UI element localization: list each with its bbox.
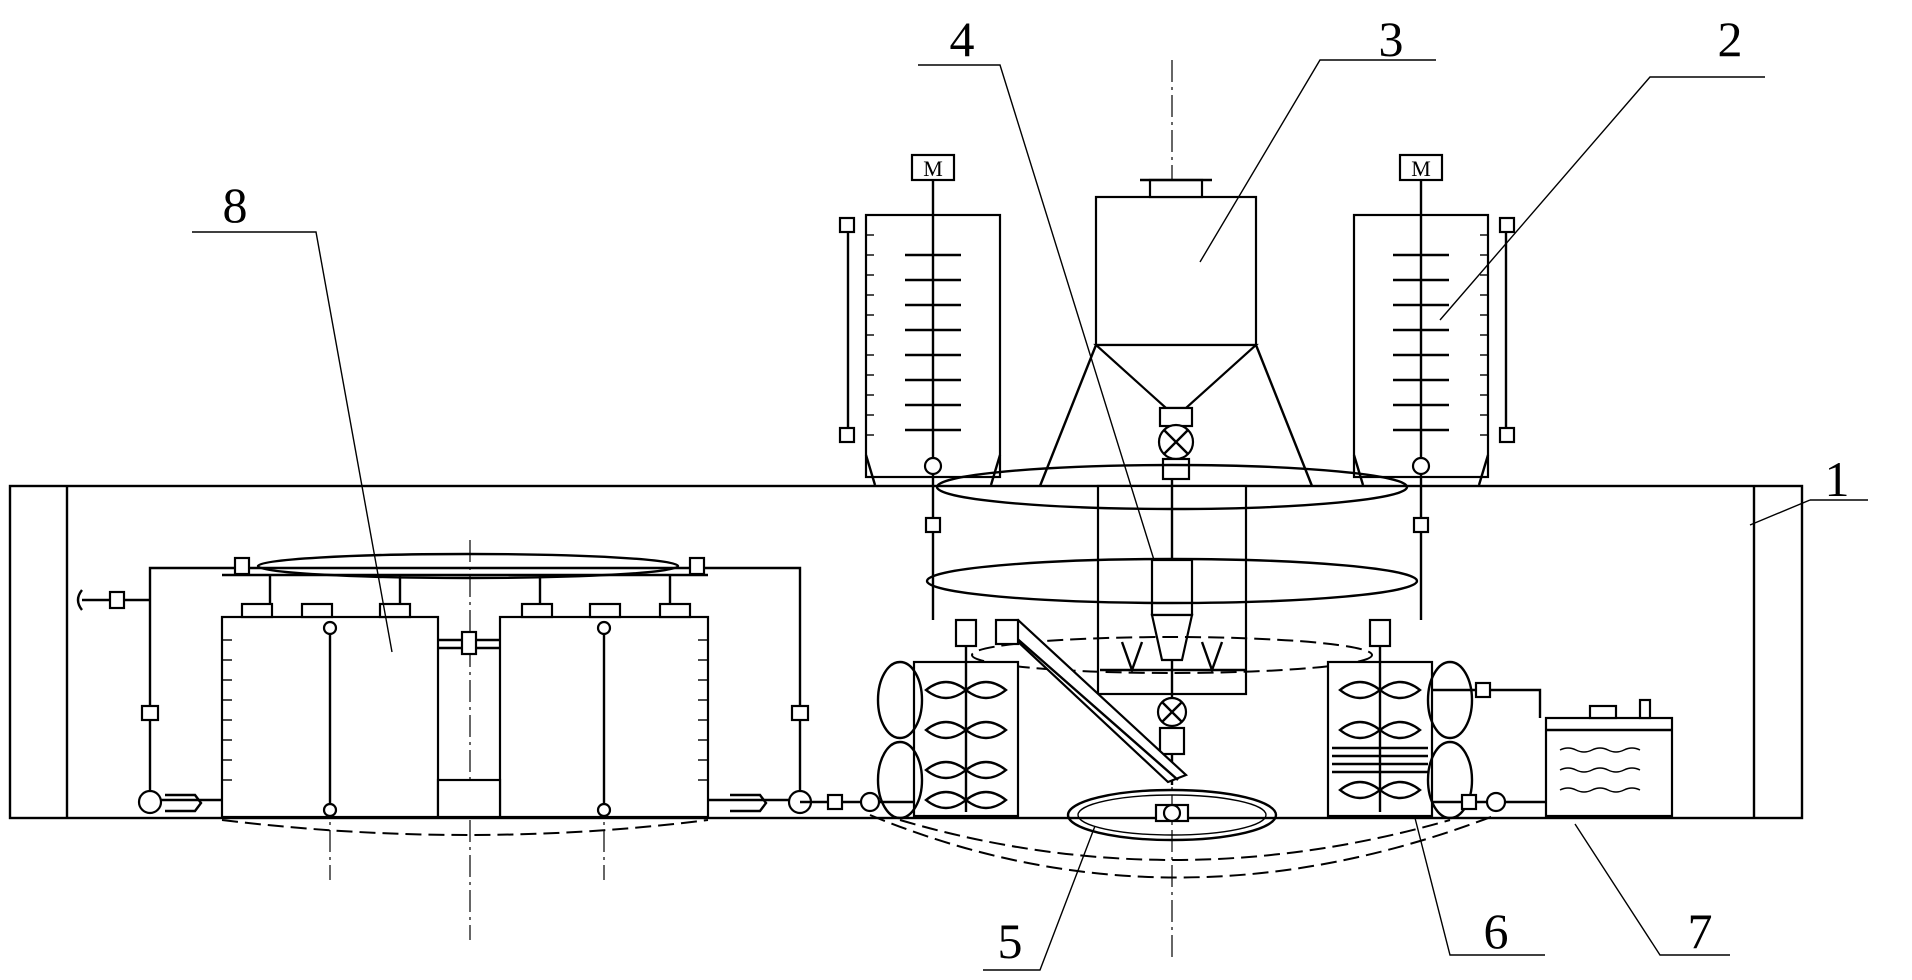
tank-2-left-scale [866, 234, 874, 436]
callout-2: 2 [1718, 11, 1743, 67]
tank-8-left-scale [222, 639, 232, 781]
callout-8: 8 [223, 177, 248, 233]
center-lines [329, 60, 1173, 960]
baffle-mixer-right [1326, 618, 1474, 820]
liquid-lines [1559, 747, 1641, 793]
water-bath [1544, 698, 1674, 818]
storage-piping [76, 552, 813, 836]
callout-1: 1 [1825, 451, 1850, 507]
callout-4: 4 [950, 11, 975, 67]
motor-label-left: M [923, 156, 943, 181]
mixer-column [1096, 479, 1248, 785]
heating-coil [1332, 746, 1428, 774]
motor-label-right: M [1411, 156, 1431, 181]
impeller-left [905, 253, 961, 432]
storage-tank-left [220, 602, 440, 819]
agitated-tank-left: M [838, 153, 1002, 486]
upper-piping-loops [923, 456, 1431, 674]
callout-3: 3 [1379, 11, 1404, 67]
screw-conveyor [994, 618, 1189, 784]
lower-piping [800, 681, 1546, 879]
agitated-tank-right: M [1352, 153, 1516, 486]
callout-7: 7 [1688, 903, 1713, 959]
skid-frame [8, 484, 1804, 820]
impeller-right [1393, 253, 1449, 432]
callout-labels: 1 2 3 4 5 6 7 8 [223, 11, 1850, 969]
callout-6: 6 [1484, 903, 1509, 959]
collection-pan [1066, 788, 1278, 842]
tank-2-right-scale [1480, 234, 1488, 436]
feed-hopper [1038, 178, 1314, 487]
baffle-mixer-left [876, 618, 1020, 820]
callout-5: 5 [998, 913, 1023, 969]
tank-8-right-scale [698, 639, 708, 781]
leader-lines [192, 59, 1868, 971]
storage-tank-right [498, 602, 710, 819]
storage-tank-connectors [436, 630, 502, 819]
